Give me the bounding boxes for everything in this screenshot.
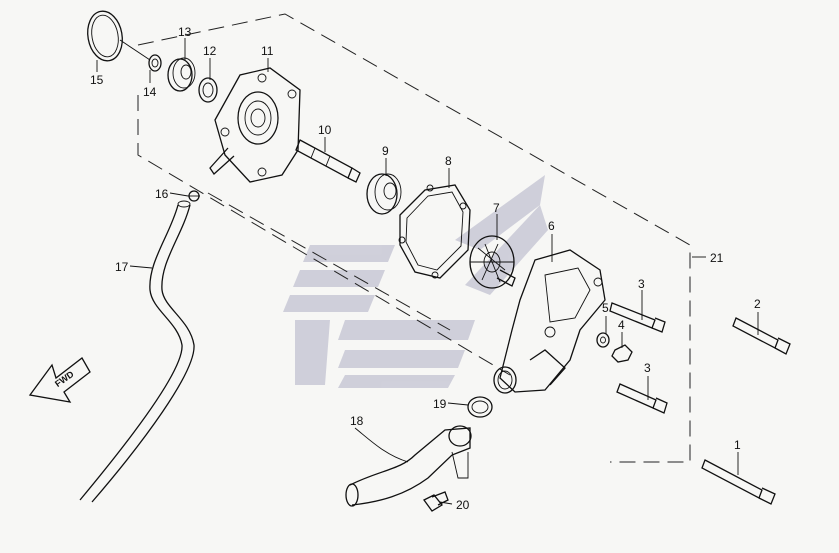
callout-14: 14 [143,85,157,99]
callout-8: 8 [445,154,452,168]
bearing-13 [167,57,196,92]
seal-12 [198,77,218,103]
assembly-boundary [137,13,691,463]
callout-numbers: 2 1 3 3 4 5 6 7 8 9 10 11 12 13 14 15 16… [90,25,761,512]
pump-housing-6 [493,249,606,394]
callout-3-upper: 3 [638,277,645,291]
callout-16: 16 [155,187,169,201]
callout-21: 21 [710,251,724,265]
outlet-pipe-18 [345,425,472,507]
watermark-logo [283,175,548,388]
callout-1: 1 [734,438,741,452]
callout-12: 12 [203,44,217,58]
callout-6: 6 [548,219,555,233]
callout-7: 7 [493,201,500,215]
o-ring-15 [87,10,123,62]
callout-19: 19 [433,397,447,411]
callout-9: 9 [382,144,389,158]
bolt-1 [701,459,776,505]
callout-3-lower: 3 [644,361,651,375]
bolt-3-upper [609,302,666,333]
callout-2: 2 [754,297,761,311]
nut-4 [611,344,633,363]
seal-14 [148,54,162,72]
callout-5: 5 [602,301,609,315]
impeller-7 [469,235,516,289]
callout-13: 13 [178,25,192,39]
pump-cover-11 [209,67,301,183]
callout-10: 10 [318,123,332,137]
leader-lines [96,38,759,505]
callout-15: 15 [90,73,104,87]
bolt-2 [732,317,791,355]
hose-17 [79,200,195,503]
washer-5 [596,332,610,348]
callout-11: 11 [261,44,274,58]
callout-18: 18 [350,414,364,428]
bolt-3-lower [616,383,668,414]
bolt-20 [423,491,449,512]
gasket-8 [398,184,471,279]
callout-4: 4 [618,318,625,332]
callout-20: 20 [456,498,470,512]
fwd-arrow: FWD [28,357,91,403]
shaft-10 [295,139,361,183]
mechanical-seal-9 [366,173,402,215]
callout-17: 17 [115,260,129,274]
clamp-16 [188,190,200,202]
o-ring-19 [467,396,493,418]
